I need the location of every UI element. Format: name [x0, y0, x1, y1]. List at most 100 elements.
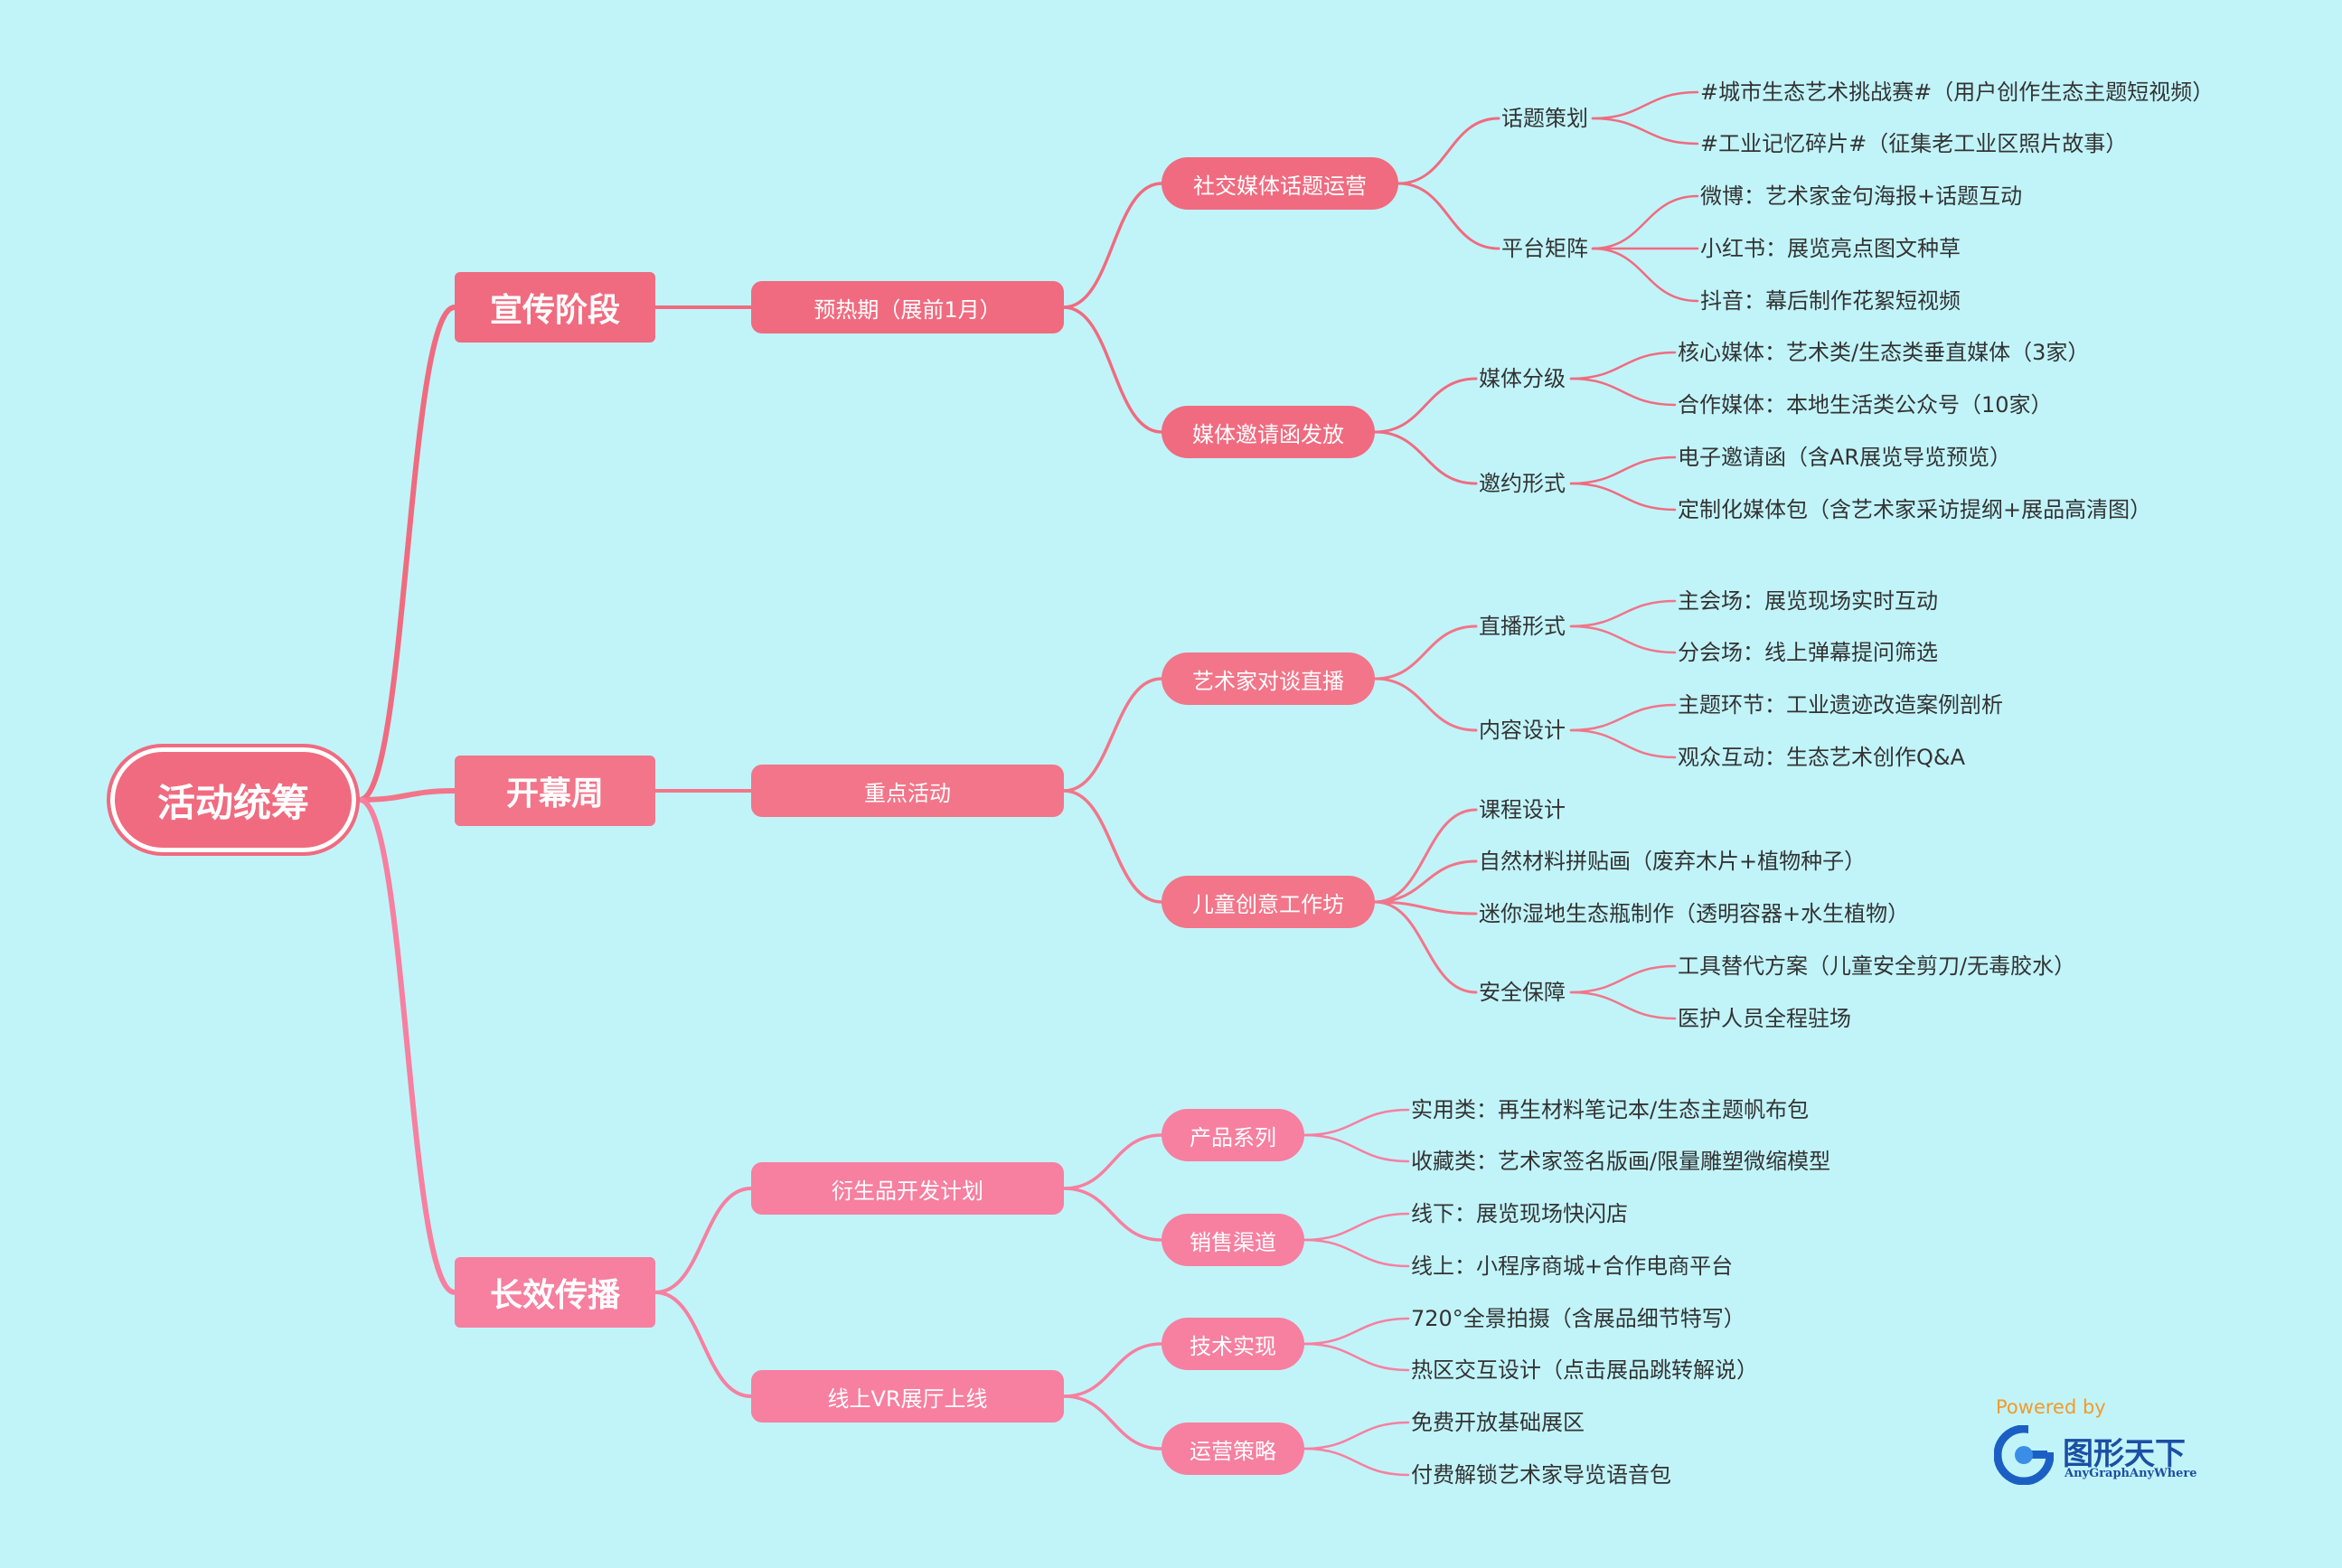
connector-line — [654, 1291, 753, 1398]
connector-line — [1373, 430, 1478, 485]
connector-line — [1303, 1133, 1410, 1163]
node-kids-workshop[interactable]: 儿童创意工作坊 — [1162, 876, 1375, 928]
leaf-item: 分会场：线上弹幕提问筛选 — [1678, 640, 1938, 665]
connector-line — [1373, 900, 1478, 915]
connector-line — [1373, 677, 1478, 732]
branch-opening-week[interactable]: 开幕周 — [455, 756, 655, 826]
brand-mark: Powered by 图形天下 AnyGraphAnyWhere — [1994, 1396, 2229, 1487]
leaf-item: #工业记忆碎片#（征集老工业区照片故事） — [1700, 131, 2128, 156]
connector-line — [1373, 377, 1478, 434]
leaf-item: 抖音：幕后制作花絮短视频 — [1700, 288, 1961, 314]
connector-line — [1303, 1212, 1410, 1242]
connector-line — [1569, 964, 1677, 994]
node-content-design[interactable]: 内容设计 — [1479, 718, 1566, 743]
leaf-item: 电子邀请函（含AR展览导览预览） — [1678, 445, 2012, 470]
node-topic-planning[interactable]: 话题策划 — [1501, 106, 1588, 131]
connector-line — [1569, 728, 1677, 759]
leaf-item: 微博：艺术家金句海报+话题互动 — [1700, 183, 2023, 209]
root-node[interactable]: 活动统筹 — [107, 744, 360, 856]
connector-line — [1569, 703, 1677, 732]
leaf-item: 定制化媒体包（含艺术家采访提纲+展品高清图） — [1678, 497, 2152, 522]
connector-line — [1062, 182, 1163, 309]
connector-line — [1569, 991, 1677, 1020]
connector-line — [1062, 677, 1163, 793]
connector-line — [1303, 1108, 1410, 1137]
leaf-item: #城市生态艺术挑战赛#（用户创作生态主题短视频） — [1700, 80, 2215, 105]
connector-line — [1569, 599, 1677, 628]
powered-by-label: Powered by — [1996, 1396, 2106, 1418]
connector-line — [1062, 305, 1163, 434]
leaf-item: 付费解锁艺术家导览语音包 — [1411, 1462, 1671, 1488]
node-invitation-format[interactable]: 邀约形式 — [1479, 471, 1566, 496]
connector-line — [1591, 90, 1699, 120]
connector-line — [1569, 351, 1677, 380]
connector-line — [1373, 900, 1478, 994]
node-social-topics[interactable]: 社交媒体话题运营 — [1162, 157, 1398, 210]
connector-line — [357, 788, 457, 803]
leaf-item: 720°全景拍摄（含展品细节特写） — [1411, 1306, 1745, 1331]
connector-line — [1062, 1187, 1163, 1242]
connector-line — [1591, 117, 1699, 146]
branch-promotion-phase[interactable]: 宣传阶段 — [455, 272, 655, 343]
connector-line — [1591, 194, 1699, 250]
connector-line — [1569, 482, 1677, 512]
connector-line — [1569, 624, 1677, 654]
connector-line — [357, 305, 457, 803]
node-warmup-period[interactable]: 预热期（展前1月） — [751, 281, 1064, 333]
node-media-invitations[interactable]: 媒体邀请函发放 — [1162, 406, 1375, 458]
leaf-item: 主题环节：工业遗迹改造案例剖析 — [1678, 692, 2003, 718]
connector-line — [1062, 1394, 1163, 1451]
connector-line — [1303, 1421, 1410, 1451]
leaf-item: 免费开放基础展区 — [1411, 1410, 1585, 1435]
node-merch-plan[interactable]: 衍生品开发计划 — [751, 1162, 1064, 1215]
connector-line — [1397, 117, 1500, 185]
connector-line — [1373, 624, 1478, 681]
node-tech-implementation[interactable]: 技术实现 — [1162, 1318, 1304, 1370]
connector-line — [1303, 1447, 1410, 1477]
connector-line — [357, 797, 457, 1295]
connector-line — [1062, 789, 1163, 904]
node-course-design[interactable]: 课程设计 — [1479, 797, 1566, 822]
leaf-item: 实用类：再生材料笔记本/生态主题帆布包 — [1411, 1097, 1810, 1122]
brand-name: 图形天下 — [2063, 1436, 2186, 1472]
connector-line — [1569, 377, 1677, 407]
node-platform-matrix[interactable]: 平台矩阵 — [1501, 236, 1588, 261]
connector-line — [1373, 859, 1478, 904]
leaf-item: 核心媒体：艺术类/生态类垂直媒体（3家） — [1678, 340, 2090, 365]
node-collage-activity[interactable]: 自然材料拼贴画（废弃木片+植物种子） — [1479, 849, 1867, 874]
node-safety-measures[interactable]: 安全保障 — [1479, 980, 1566, 1005]
leaf-item: 收藏类：艺术家签名版画/限量雕塑微缩模型 — [1411, 1149, 1831, 1174]
leaf-item: 观众互动：生态艺术创作Q&A — [1678, 745, 1966, 770]
connector-line — [1062, 1133, 1163, 1190]
node-live-format[interactable]: 直播形式 — [1479, 614, 1566, 639]
leaf-item: 线下：展览现场快闪店 — [1411, 1201, 1628, 1226]
node-artist-livestream[interactable]: 艺术家对谈直播 — [1162, 653, 1375, 705]
node-eco-bottle-activity[interactable]: 迷你湿地生态瓶制作（透明容器+水生植物） — [1479, 901, 1910, 926]
leaf-item: 线上：小程序商城+合作电商平台 — [1411, 1253, 1734, 1279]
brand-subtitle: AnyGraphAnyWhere — [2065, 1467, 2197, 1480]
leaf-item: 医护人员全程驻场 — [1678, 1006, 1851, 1031]
connector-line — [1303, 1317, 1410, 1346]
node-sales-channels[interactable]: 销售渠道 — [1162, 1214, 1304, 1266]
branch-long-term-spread[interactable]: 长效传播 — [455, 1257, 655, 1328]
connector-line — [654, 1187, 753, 1294]
connector-line — [1303, 1238, 1410, 1268]
connector-line — [1569, 455, 1677, 485]
leaf-item: 工具替代方案（儿童安全剪刀/无毒胶水） — [1678, 953, 2076, 979]
node-key-activities[interactable]: 重点活动 — [751, 765, 1064, 817]
leaf-item: 小红书：展览亮点图文种草 — [1700, 236, 1961, 261]
connector-line — [1062, 1342, 1163, 1398]
connector-line — [1591, 247, 1699, 303]
node-vr-hall[interactable]: 线上VR展厅上线 — [751, 1370, 1064, 1422]
node-operation-strategy[interactable]: 运营策略 — [1162, 1422, 1304, 1475]
leaf-item: 合作媒体：本地生活类公众号（10家） — [1678, 392, 2053, 418]
node-media-tiers[interactable]: 媒体分级 — [1479, 366, 1566, 391]
leaf-item: 热区交互设计（点击展品跳转解说） — [1411, 1357, 1758, 1383]
connector-line — [1303, 1342, 1410, 1372]
node-product-series[interactable]: 产品系列 — [1162, 1109, 1304, 1161]
leaf-item: 主会场：展览现场实时互动 — [1678, 588, 1938, 614]
brand-logo-icon — [1994, 1425, 2054, 1485]
connector-line — [1397, 182, 1500, 250]
connector-line — [1373, 808, 1478, 904]
